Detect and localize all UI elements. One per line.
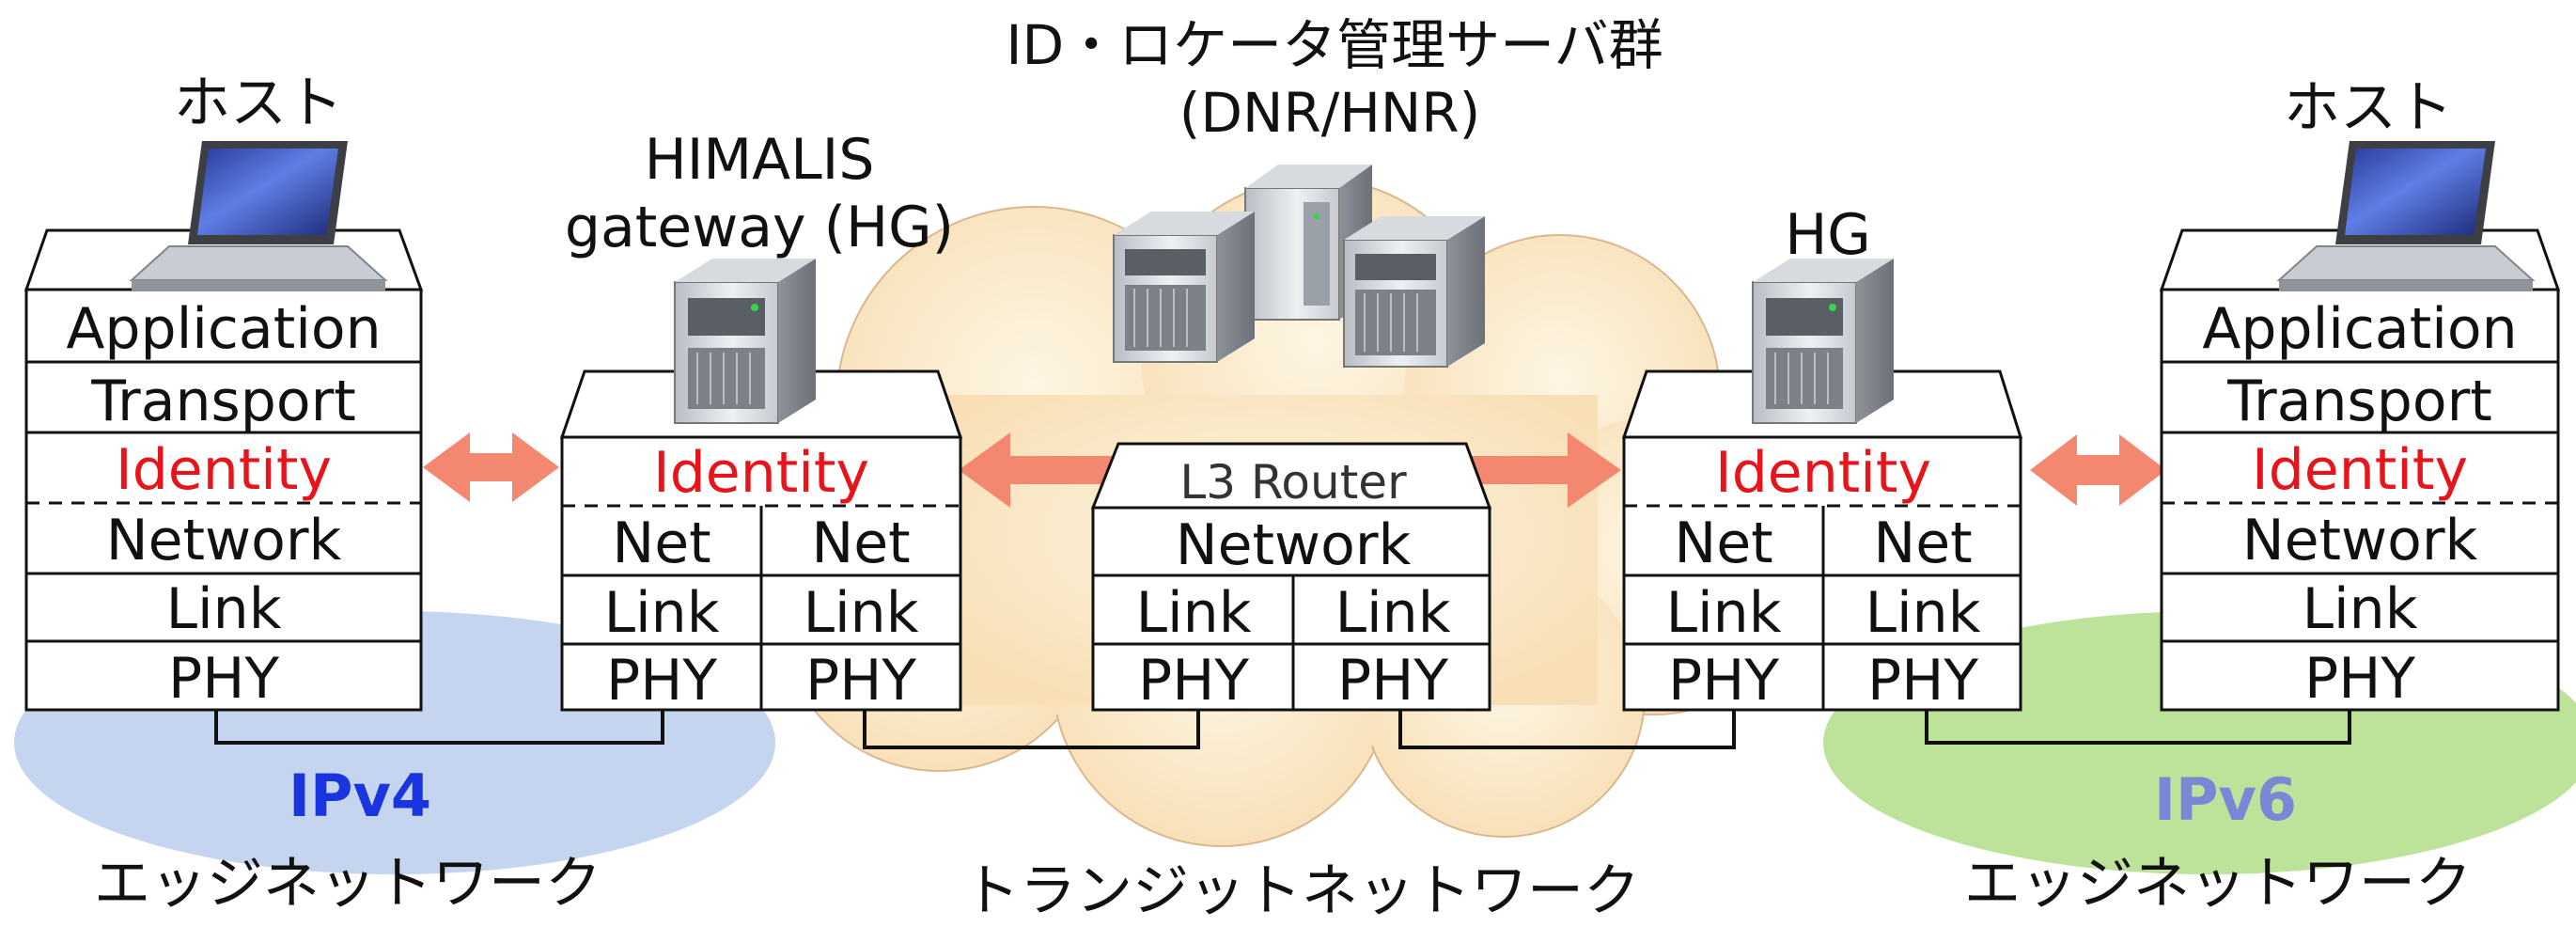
gateway-server-icon [1752, 259, 1894, 424]
layer-identity: Identity [2252, 437, 2468, 503]
right-hg-phy-left: PHY [1668, 648, 1779, 714]
router-phy-right: PHY [1337, 648, 1448, 714]
layer-network: Network [106, 508, 342, 573]
gateway-server-icon [674, 259, 816, 424]
server-cluster-icon [1113, 165, 1485, 368]
hg-phy-right: PHY [805, 648, 916, 714]
right-host-stack: Application Transport Identity Network L… [2159, 228, 2561, 712]
layer-phy: PHY [2304, 646, 2415, 712]
left-gateway-label-line2: gateway (HG) [565, 195, 954, 260]
hg-identity: Identity [653, 440, 869, 506]
transit-network-caption: トランジットネットワーク [963, 858, 1640, 924]
right-hg-phy-right: PHY [1867, 648, 1978, 714]
router-link-right: Link [1335, 580, 1451, 646]
right-hg-identity: Identity [1715, 440, 1931, 506]
right-edge-network-caption: エッジネットワーク [1964, 851, 2472, 917]
arrow-hg-to-right-host [2030, 434, 2166, 506]
hg-net-right: Net [811, 511, 910, 576]
layer-phy: PHY [168, 646, 279, 712]
left-gateway-label-line1: HIMALIS [645, 127, 875, 193]
laptop-icon [2276, 141, 2536, 291]
right-hg-link-left: Link [1666, 580, 1782, 646]
right-host-label: ホスト [2284, 75, 2453, 141]
arrow-left-host-to-hg [423, 432, 559, 502]
layer-identity: Identity [116, 437, 332, 503]
router-phy-left: PHY [1138, 648, 1249, 714]
laptop-icon [129, 141, 388, 291]
ipv6-label: IPv6 [2154, 765, 2297, 834]
hg-net-left: Net [612, 511, 710, 576]
hg-link-left: Link [604, 580, 720, 646]
left-edge-network-caption: エッジネットワーク [94, 851, 601, 917]
hg-phy-left: PHY [606, 648, 717, 714]
l3-router-stack: L3 Router Network Link Link PHY PHY [1090, 442, 1492, 714]
right-gateway-label: HG [1785, 202, 1871, 268]
layer-transport: Transport [2226, 369, 2492, 434]
right-hg-net-left: Net [1674, 511, 1772, 576]
right-hg-link-right: Link [1866, 580, 1981, 646]
physical-links [214, 710, 2351, 749]
router-network: Network [1176, 512, 1412, 578]
ipv4-label: IPv4 [289, 762, 431, 830]
router-link-left: Link [1136, 580, 1252, 646]
server-cluster-label-line2: (DNR/HNR) [1179, 81, 1480, 145]
hg-link-right: Link [804, 580, 919, 646]
left-host-stack: Application Transport Identity Network L… [23, 228, 424, 712]
layer-transport: Transport [90, 369, 356, 434]
layer-network: Network [2242, 508, 2478, 573]
router-label: L3 Router [1179, 455, 1407, 510]
server-cluster-label-line1: ID・ロケータ管理サーバ群 [1006, 13, 1663, 77]
right-hg-net-right: Net [1873, 511, 1972, 576]
layer-link: Link [166, 576, 282, 642]
left-gateway-stack: Identity Net Net Link Link PHY PHY [559, 369, 963, 714]
layer-link: Link [2303, 576, 2418, 642]
left-host-label: ホスト [174, 71, 343, 136]
layer-application: Application [2202, 296, 2517, 362]
right-gateway-stack: Identity Net Net Link Link PHY PHY [1621, 369, 2023, 714]
layer-application: Application [66, 296, 381, 362]
